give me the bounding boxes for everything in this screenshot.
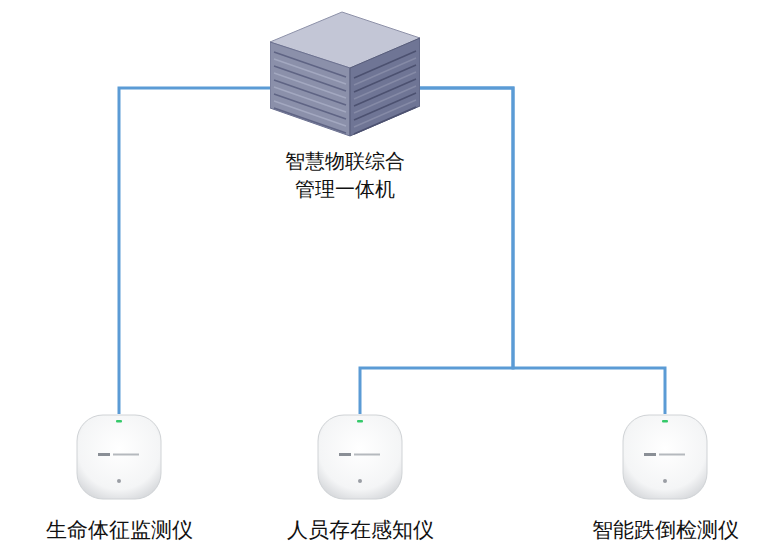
- server-bay: [354, 107, 416, 134]
- brand-mark: [644, 453, 656, 456]
- brand-mark: [98, 453, 110, 456]
- server-side: [350, 38, 420, 136]
- status-led: [116, 420, 122, 423]
- server-bay: [354, 65, 416, 92]
- device-shell: [77, 415, 161, 499]
- server-front: [270, 42, 350, 136]
- network-link: [119, 88, 270, 414]
- server-bay: [274, 73, 346, 98]
- device-icon: [117, 479, 121, 483]
- server-bay: [274, 80, 346, 105]
- brand-mark: [354, 454, 380, 456]
- server-bay: [274, 108, 346, 133]
- server-bay: [274, 66, 346, 91]
- device-node: 生命体征监测仪: [46, 413, 193, 543]
- device-icon: [358, 479, 362, 483]
- brand-mark: [113, 454, 139, 456]
- server-bay: [274, 52, 346, 77]
- device-illustration: [315, 413, 405, 503]
- device-node: 智能跌倒检测仪: [592, 413, 739, 543]
- network-link: [360, 88, 513, 414]
- server-bay: [274, 94, 346, 119]
- device-node: 人员存在感知仪: [287, 413, 434, 543]
- server-bay: [354, 100, 416, 127]
- network-link: [420, 88, 665, 414]
- server-bay: [354, 79, 416, 106]
- device-label: 生命体征监测仪: [46, 517, 193, 543]
- server-bay: [274, 101, 346, 126]
- device-label: 智能跌倒检测仪: [592, 517, 739, 543]
- server-bay: [354, 51, 416, 78]
- server-label: 智慧物联综合 管理一体机: [280, 147, 410, 203]
- server-bay: [354, 86, 416, 113]
- device-shell: [623, 415, 707, 499]
- device-illustration: [620, 413, 710, 503]
- status-led: [357, 420, 363, 423]
- server-bay: [274, 59, 346, 84]
- brand-mark: [659, 454, 685, 456]
- device-illustration: [74, 413, 164, 503]
- server-illustration: [270, 4, 420, 139]
- device-label: 人员存在感知仪: [287, 517, 434, 543]
- device-shell: [318, 415, 402, 499]
- status-led: [662, 420, 668, 423]
- server-bay: [274, 87, 346, 112]
- server-bay: [354, 72, 416, 99]
- server-node: 智慧物联综合 管理一体机: [270, 4, 420, 203]
- device-icon: [663, 479, 667, 483]
- brand-mark: [339, 453, 351, 456]
- server-bay: [354, 58, 416, 85]
- server-bay: [354, 93, 416, 120]
